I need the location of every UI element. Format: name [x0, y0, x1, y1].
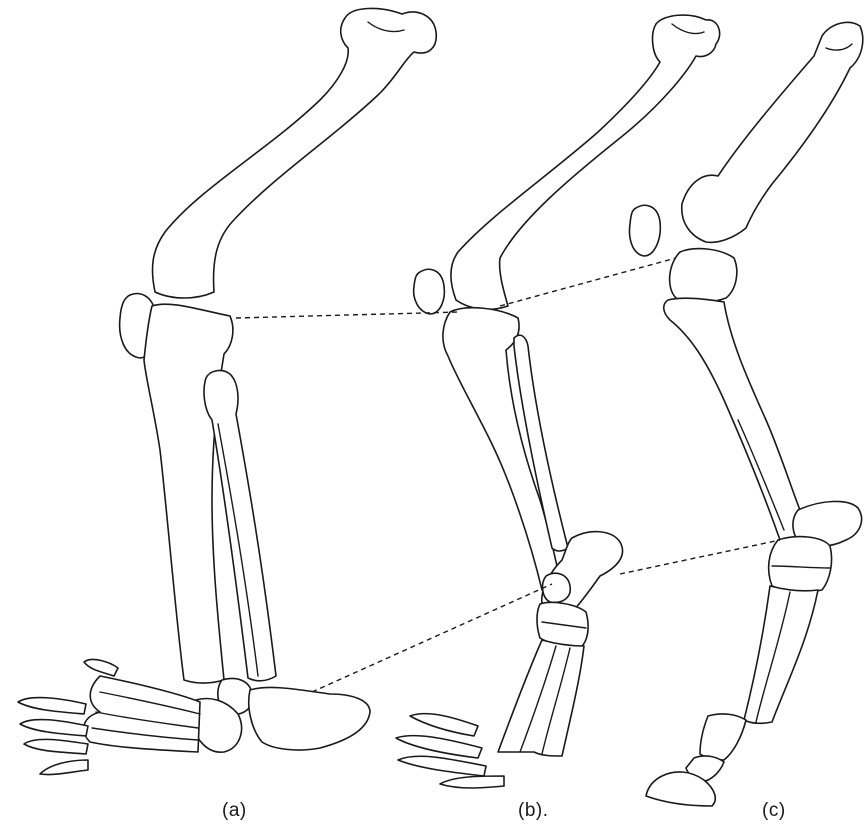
- toe-5-a: [40, 760, 88, 775]
- metatarsals-b: [498, 640, 584, 756]
- knee-correspondence-line-1: [236, 312, 460, 318]
- femur-a: [152, 8, 436, 298]
- tibia-head-c: [670, 249, 737, 303]
- toe-3-a: [20, 720, 88, 736]
- metatarsal-c: [744, 586, 818, 723]
- femur-c: [682, 22, 863, 242]
- knee-correspondence-line-2: [500, 258, 676, 306]
- tibia-c: [664, 298, 830, 541]
- limb-b: [396, 15, 720, 788]
- metatarsals-a: [84, 676, 200, 752]
- toe-4-b: [440, 776, 504, 788]
- calcaneus-a: [249, 687, 370, 750]
- talus-b: [543, 573, 571, 602]
- tarsals-c: [769, 537, 832, 592]
- phalanx-1-c: [700, 714, 746, 760]
- toe-1-a: [84, 660, 118, 676]
- toe-2-b: [396, 736, 482, 758]
- panel-label-c: (c): [762, 800, 786, 822]
- ankle-correspondence-line-2: [620, 540, 780, 574]
- toe-1-b: [410, 714, 478, 736]
- toe-4-a: [24, 739, 88, 754]
- tibia-a: [144, 304, 233, 683]
- toe-2-a: [18, 698, 86, 714]
- panel-label-a: (a): [222, 800, 247, 822]
- panel-label-b: (b).: [518, 800, 549, 822]
- patella-c: [630, 205, 661, 256]
- patella-b: [414, 269, 445, 314]
- limb-a: [18, 8, 436, 774]
- toe-3-b: [398, 756, 486, 776]
- ankle-correspondence-line-1: [312, 584, 552, 692]
- limb-c: [630, 22, 863, 806]
